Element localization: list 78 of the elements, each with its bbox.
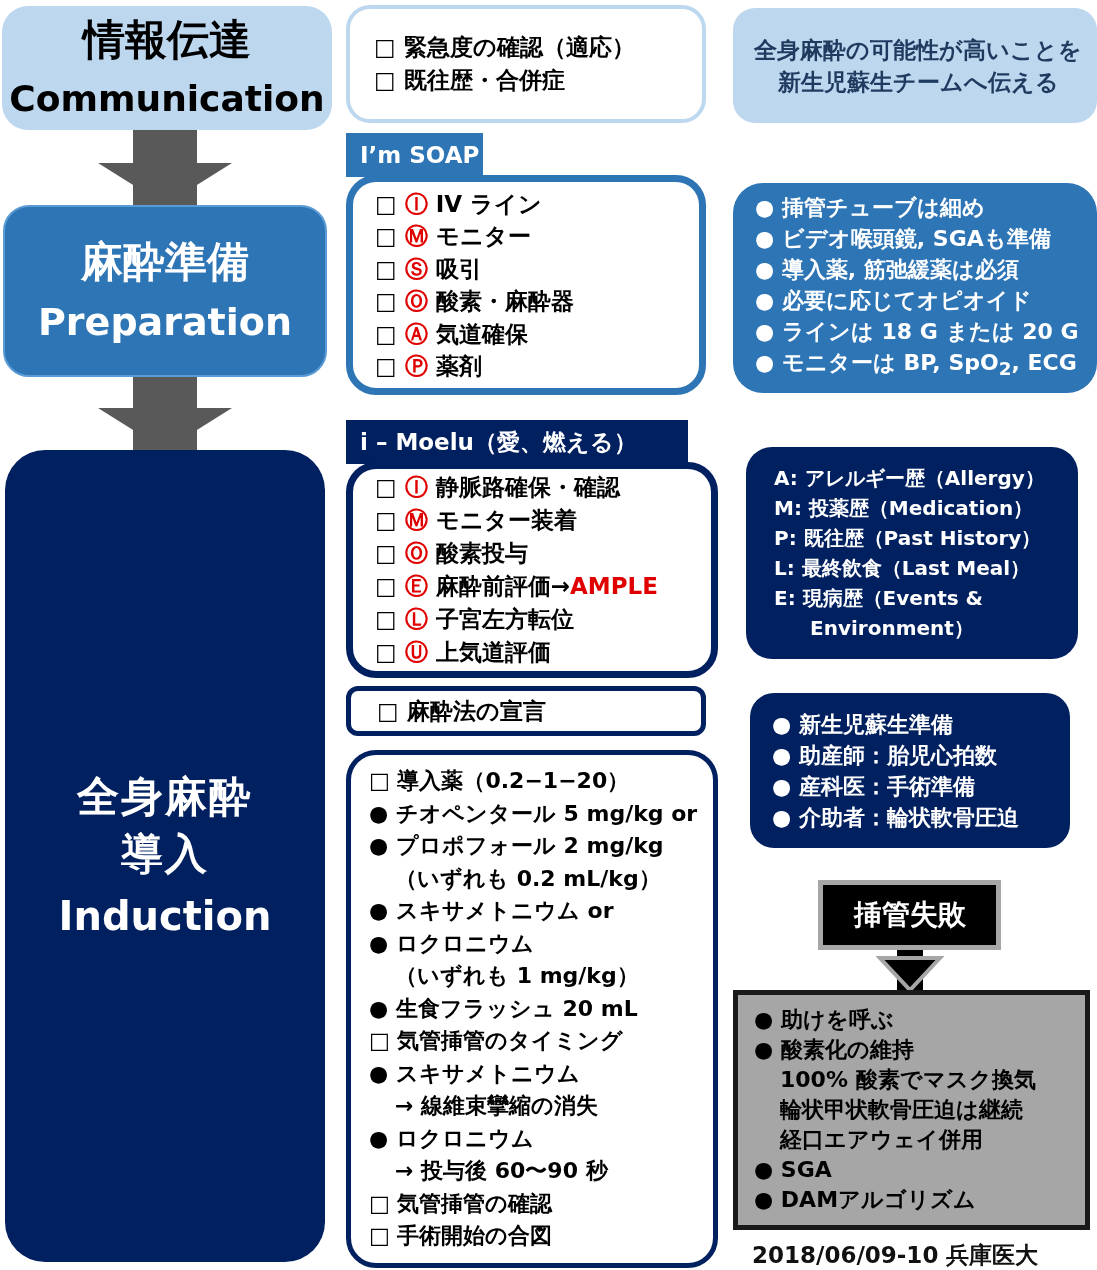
checklist-item: □ Ⓢ 吸引 bbox=[375, 254, 482, 284]
stage-box bbox=[3, 205, 327, 377]
bullet-item: ● ビデオ喉頭鏡, SGAも準備 bbox=[755, 224, 1052, 253]
checklist-item: □ Ⓤ 上気道評価 bbox=[375, 638, 551, 667]
definition-item: A: アレルギー歴（Allergy） bbox=[774, 465, 1046, 492]
bullet-item: ● 導入薬, 筋弛緩薬は必須 bbox=[755, 255, 1020, 284]
list-item: □ 手術開始の合図 bbox=[369, 1222, 554, 1251]
checklist-item: □ Ⓐ 気道確保 bbox=[375, 319, 528, 349]
list-item: → 投与後 60〜90 秒 bbox=[394, 1157, 610, 1186]
list-item: ● ロクロニウム bbox=[369, 929, 535, 958]
note-box bbox=[733, 8, 1097, 123]
note-text: 全身麻酔の可能性が高いことを新生児蘇生チームへ伝える bbox=[753, 35, 1083, 97]
list-item: ● ロクロニウム bbox=[369, 1124, 535, 1153]
warning-heading: 挿管失敗 bbox=[853, 897, 966, 934]
bullet-item: ● SGA bbox=[754, 1156, 833, 1184]
bullet-item: ● 産科医：手術準備 bbox=[772, 772, 976, 801]
definition-item: M: 投薬歴（Medication） bbox=[774, 495, 1035, 522]
checklist-item: □ 既往歴・合併症 bbox=[374, 66, 566, 95]
stage-title: 麻酔準備 bbox=[81, 236, 249, 288]
list-item: ● スキサメトニウム bbox=[369, 1059, 581, 1088]
block-arrow bbox=[98, 377, 232, 450]
footer-note: 2018/06/09-10 兵庫医大 bbox=[752, 1241, 1039, 1270]
checklist-box bbox=[346, 5, 706, 123]
checklist-item: □ Ⓔ 麻酔前評価→AMPLE bbox=[375, 572, 658, 601]
checklist-item: □ 麻酔法の宣言 bbox=[377, 697, 547, 726]
list-item: （いずれも 0.2 mL/kg） bbox=[394, 864, 662, 893]
definition-item: E: 現病歴（Events & Environment） bbox=[774, 585, 984, 642]
info-box bbox=[750, 693, 1070, 848]
bullet-item: ● DAMアルゴリズム bbox=[754, 1186, 978, 1214]
warning-box bbox=[818, 880, 1001, 950]
list-item: □ 気管挿管のタイミング bbox=[369, 1027, 625, 1056]
bullet-item: ● 助けを呼ぶ bbox=[754, 1006, 895, 1034]
list-item: ● プロポフォール 2 mg/kg bbox=[369, 832, 665, 861]
stage-title: 全身麻酔導入 bbox=[76, 771, 254, 880]
action-box bbox=[733, 990, 1090, 1230]
checklist-item: □ Ⓟ 薬剤 bbox=[375, 352, 482, 381]
checklist-item: □ Ⓞ 酸素・麻酔器 bbox=[375, 287, 574, 316]
tab-heading: i – Moelu（愛、燃える） bbox=[346, 420, 688, 464]
checklist-item: □ Ⓜ モニター bbox=[375, 222, 531, 251]
bullet-item: ● ラインは 18 G または 20 G bbox=[755, 317, 1080, 346]
bullet-item: 100% 酸素でマスク換気 bbox=[779, 1066, 1037, 1094]
info-box bbox=[733, 183, 1097, 393]
bullet-item: ● 助産師：胎児心拍数 bbox=[772, 741, 998, 770]
bullet-item: ● 必要に応じてオピオイド bbox=[755, 286, 1033, 315]
bullet-item: ● 挿管チューブは細め bbox=[755, 193, 986, 222]
list-item: ● スキサメトニウム or bbox=[369, 897, 615, 926]
checklist-box bbox=[346, 686, 706, 736]
list-item: ● 生食フラッシュ 20 mL bbox=[369, 994, 639, 1023]
bullet-item: ● 酸素化の維持 bbox=[754, 1036, 915, 1064]
list-item: → 線維束攣縮の消失 bbox=[394, 1092, 600, 1121]
bullet-item: ● 新生児蘇生準備 bbox=[772, 710, 954, 739]
list-item: □ 導入薬（0.2−1−20） bbox=[369, 767, 631, 796]
checklist-item: □ Ⓘ IV ライン bbox=[375, 189, 543, 219]
info-box bbox=[746, 447, 1078, 659]
bullet-item: 輪状甲状軟骨圧迫は継続 bbox=[779, 1096, 1024, 1124]
list-item: ● チオペンタール 5 mg/kg or bbox=[369, 799, 699, 828]
stage-title: 情報伝達 bbox=[83, 14, 251, 67]
block-arrow bbox=[98, 130, 232, 205]
definition-item: P: 既往歴（Past History） bbox=[774, 525, 1043, 552]
checklist-item: □ 緊急度の確認（適応） bbox=[374, 33, 636, 62]
stage-title: Induction bbox=[58, 891, 272, 941]
stage-title: Preparation bbox=[38, 298, 292, 346]
checklist-item: □ Ⓞ 酸素投与 bbox=[375, 539, 528, 568]
bullet-item: 経口エアウェイ併用 bbox=[778, 1126, 984, 1154]
list-item: （いずれも 1 mg/kg） bbox=[394, 962, 640, 991]
checklist-box bbox=[346, 750, 718, 1268]
tab-heading: I’m SOAP bbox=[346, 133, 483, 177]
checklist-item: □ Ⓘ 静脈路確保・確認 bbox=[375, 473, 620, 502]
list-item: □ 気管挿管の確認 bbox=[369, 1189, 554, 1218]
stage-box bbox=[2, 6, 332, 130]
bullet-item: ● 介助者：輪状軟骨圧迫 bbox=[772, 803, 1020, 832]
stage-title: Communication bbox=[9, 77, 325, 122]
checklist-item: □ Ⓛ 子宮左方転位 bbox=[375, 605, 574, 634]
checklist-item: □ Ⓜ モニター装着 bbox=[375, 506, 577, 535]
bullet-item: ● モニターは BP, SpO$_{2}$, ECG bbox=[755, 348, 1078, 382]
stage-box bbox=[5, 450, 325, 1262]
definition-item: L: 最終飲食（Last Meal） bbox=[774, 555, 1032, 582]
block-arrow bbox=[878, 950, 942, 992]
